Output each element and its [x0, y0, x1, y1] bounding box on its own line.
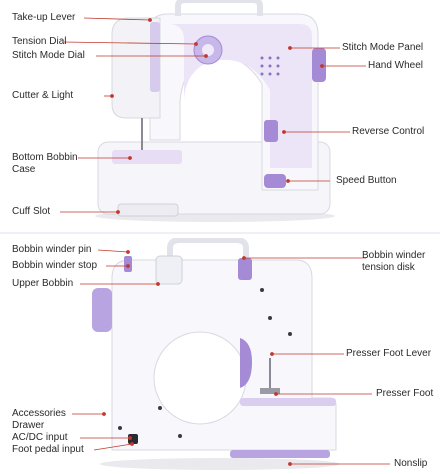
label-bobbin-winder-tension-disk: Bobbin winder tension disk	[362, 250, 426, 273]
label-accessories-drawer: Accessories Drawer	[12, 408, 66, 431]
label-cuff-slot: Cuff Slot	[12, 206, 51, 217]
label-speed-button: Speed Button	[336, 175, 397, 186]
label-ac-dc-input: AC/DC input	[12, 432, 68, 443]
front-view-panel: Take-up Lever Tension Dial Stitch Mode D…	[0, 0, 440, 230]
label-tension-dial: Tension Dial	[12, 36, 67, 47]
label-presser-foot-lever: Presser Foot Lever	[346, 348, 432, 359]
label-nonslip: Nonslip	[394, 458, 428, 469]
label-bobbin-winder-stop: Bobbin winder stop	[12, 260, 98, 271]
label-stitch-mode-panel: Stitch Mode Panel	[342, 42, 424, 53]
label-cutter-light: Cutter & Light	[12, 90, 74, 101]
back-view-panel: Bobbin winder pin Bobbin winder stop Upp…	[0, 238, 440, 474]
label-reverse-control: Reverse Control	[352, 126, 425, 137]
sewing-machine-back-icon	[72, 238, 390, 470]
label-stitch-mode-dial: Stitch Mode Dial	[12, 50, 85, 61]
label-presser-foot: Presser Foot	[376, 388, 434, 399]
label-upper-bobbin: Upper Bobbin	[12, 278, 74, 289]
panel-divider	[0, 232, 440, 234]
label-takeup-lever: Take-up Lever	[12, 12, 76, 23]
sewing-machine-front-icon	[60, 0, 366, 222]
label-bobbin-winder-pin: Bobbin winder pin	[12, 244, 92, 255]
label-bottom-bobbin-case: Bottom Bobbin Case	[12, 152, 78, 175]
label-foot-pedal-input: Foot pedal input	[12, 444, 84, 455]
label-hand-wheel: Hand Wheel	[368, 60, 424, 71]
